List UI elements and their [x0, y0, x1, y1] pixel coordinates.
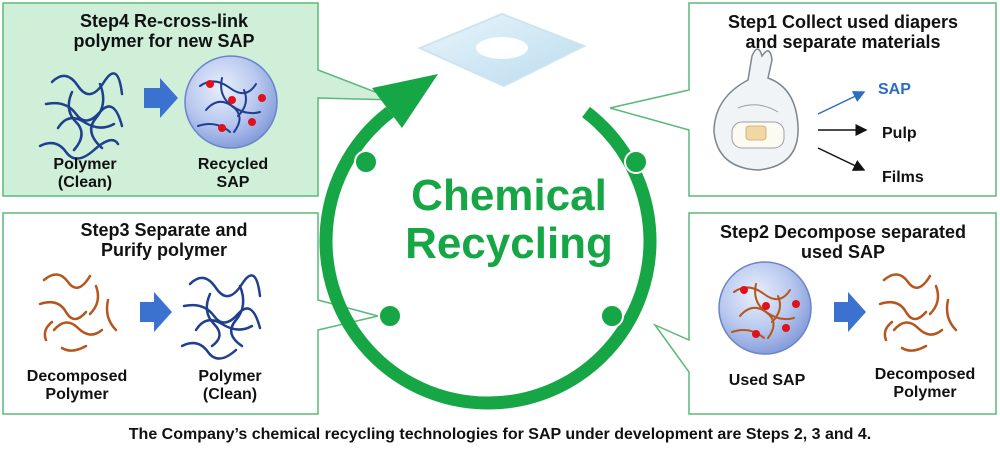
- step1-output-pulp: Pulp: [882, 125, 917, 142]
- step2-right-label: Decomposed Polymer: [874, 366, 976, 401]
- ring-node: [354, 150, 378, 174]
- sap-pad-image: [417, 12, 587, 88]
- step4-polymer-clean: [38, 72, 124, 160]
- ring-node: [378, 304, 402, 328]
- diaper-bag-image: [713, 48, 799, 171]
- step2-title: Step2 Decompose separated used SAP: [719, 222, 967, 263]
- ring-arrowhead: [372, 74, 438, 128]
- step1-output-sap: SAP: [878, 81, 911, 98]
- step4-title: Step4 Re-cross-link polymer for new SAP: [73, 11, 255, 52]
- step1-title: Step1 Collect used diapers and separate …: [727, 12, 959, 53]
- step2-left-label: Used SAP: [728, 372, 806, 389]
- ring-node: [624, 150, 648, 174]
- step3-left-label: Decomposed Polymer: [26, 368, 128, 403]
- step2-polymer-decomposed: [878, 273, 958, 352]
- step3-polymer-decomposed: [38, 273, 118, 352]
- step4-recycled-sap-sphere: [184, 55, 278, 149]
- step3-arrow: [140, 292, 172, 332]
- step2-panel: [652, 212, 997, 415]
- step2-used-sap-sphere: [718, 261, 812, 355]
- step3-polymer-clean: [180, 274, 262, 360]
- recycling-ring: [319, 74, 657, 410]
- ring-node: [600, 304, 624, 328]
- center-title-line1: Chemical: [411, 171, 607, 220]
- step3-right-label: Polymer (Clean): [198, 368, 262, 403]
- step4-arrow: [144, 78, 178, 118]
- step1-output-arrows: [817, 91, 868, 171]
- step3-title: Step3 Separate and Purify polymer: [80, 220, 248, 261]
- footer-caption: The Company’s chemical recycling technol…: [128, 426, 872, 443]
- step1-output-films: Films: [882, 169, 924, 186]
- step1-panel: [609, 2, 997, 197]
- step4-left-label: Polymer (Clean): [53, 156, 117, 191]
- step2-arrow: [834, 292, 866, 332]
- center-title-line2: Recycling: [405, 218, 613, 268]
- step4-right-label: Recycled SAP: [197, 156, 269, 191]
- center-title: Chemical Recycling: [380, 172, 638, 267]
